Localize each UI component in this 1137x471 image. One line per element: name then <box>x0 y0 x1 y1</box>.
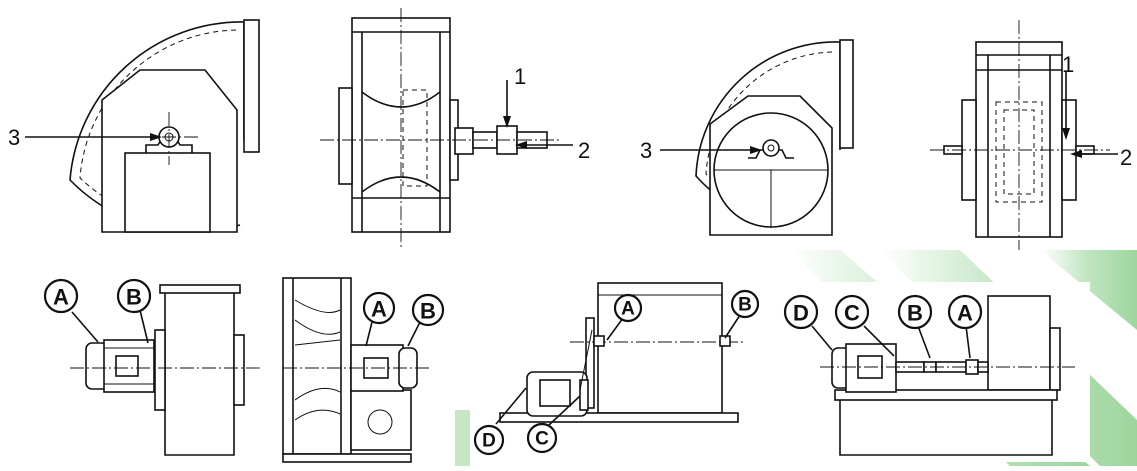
badge-a-panel3-label: A <box>621 299 635 320</box>
badge-a-panel2-label: A <box>371 297 387 322</box>
callout-3-right: 3 <box>640 138 652 163</box>
badge-b-panel1-label: B <box>126 285 142 310</box>
callout-1-left: 1 <box>514 64 526 89</box>
badge-b-panel2-label: B <box>420 299 436 324</box>
badge-b-panel1 <box>116 278 152 314</box>
badge-c-panel4-label: C <box>844 301 860 326</box>
badge-d-panel3 <box>473 424 505 456</box>
badge-a-panel1-label: A <box>53 285 69 310</box>
top-left-side-view <box>25 19 260 233</box>
badge-a-panel2 <box>362 291 396 325</box>
callout-3-left: 3 <box>8 125 20 150</box>
bottom-panel-2 <box>282 277 430 463</box>
badge-c-panel3 <box>526 422 558 454</box>
badge-a-panel1 <box>43 278 79 314</box>
badge-a-panel4-label: A <box>957 301 973 326</box>
callout-1-right: 1 <box>1062 52 1074 77</box>
callout-2-right: 2 <box>1120 145 1132 170</box>
badge-d-panel3-label: D <box>482 431 496 452</box>
bottom-panel-1 <box>70 284 260 456</box>
badge-d-panel4 <box>783 294 819 330</box>
badge-b-panel4 <box>897 294 933 330</box>
badge-b-panel3 <box>730 289 760 319</box>
badge-a-panel4 <box>947 294 983 330</box>
top-left-front-view <box>320 8 573 248</box>
badge-b-panel3-label: B <box>738 295 752 316</box>
top-right-front-view <box>930 20 1118 250</box>
badge-c-panel4 <box>834 294 870 330</box>
bottom-panel-3 <box>495 282 745 426</box>
badge-a-panel3 <box>613 293 643 323</box>
badge-b-panel4-label: B <box>907 301 923 326</box>
callout-2-left: 2 <box>578 138 590 163</box>
badge-b-panel2 <box>411 293 445 327</box>
badge-d-panel4-label: D <box>793 301 809 326</box>
badge-c-panel3-label: C <box>535 429 549 450</box>
top-right-side-view <box>660 39 854 236</box>
